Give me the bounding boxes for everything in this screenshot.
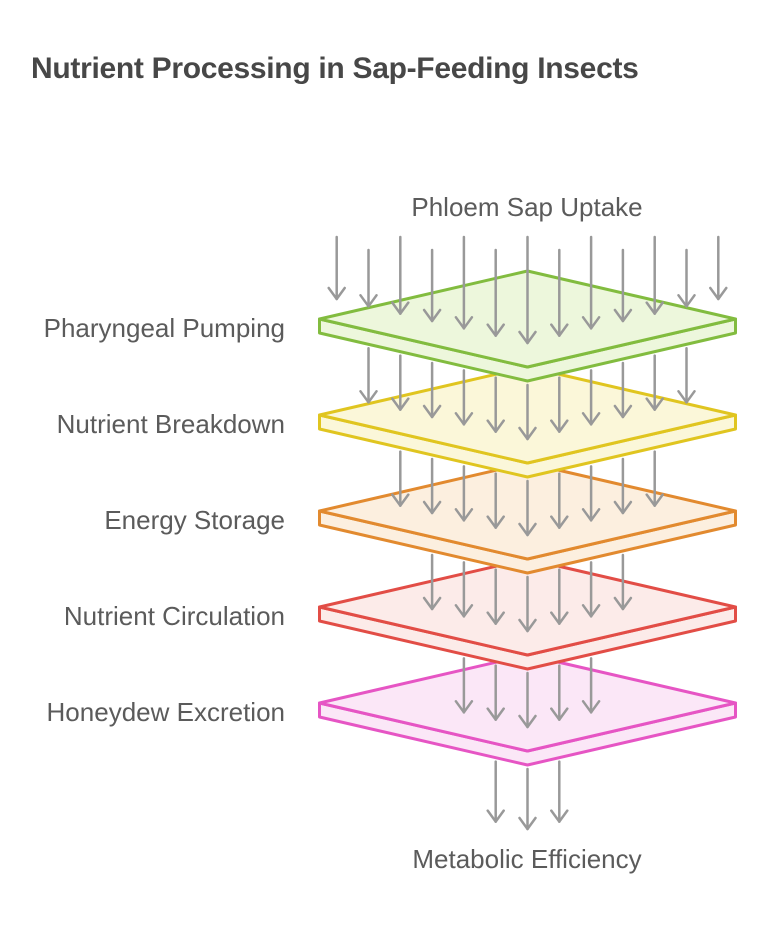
layer-label-nutrient-breakdown: Nutrient Breakdown: [56, 409, 285, 439]
flow-arrowhead-icon: [581, 604, 601, 618]
flow-arrowhead-icon: [581, 700, 601, 714]
flow-arrowhead-icon: [581, 316, 601, 330]
arrow-row-0: [327, 235, 728, 345]
arrow-row-4: [454, 657, 601, 729]
flow-arrowhead-icon: [677, 294, 696, 308]
flow-arrowhead-icon: [518, 816, 537, 831]
flow-arrowhead-icon: [550, 419, 569, 433]
flow-arrowhead-icon: [645, 493, 664, 507]
flow-arrowhead-icon: [518, 330, 537, 345]
arrow-row-2: [391, 450, 664, 537]
flow-arrowhead-icon: [486, 611, 505, 625]
layer-label-energy-storage: Energy Storage: [104, 505, 285, 535]
flow-arrowhead-icon: [391, 301, 410, 315]
flow-arrowhead-icon: [486, 419, 505, 433]
flow-arrowhead-icon: [581, 412, 601, 426]
flow-arrowhead-icon: [550, 611, 569, 625]
arrow-row-1: [359, 347, 696, 441]
arrow-row-5: [486, 760, 569, 831]
flow-arrowhead-icon: [486, 809, 505, 823]
flow-arrowhead-icon: [486, 515, 505, 529]
flow-arrowhead-icon: [645, 301, 664, 315]
flow-arrowhead-icon: [518, 618, 537, 633]
flow-arrowhead-icon: [422, 500, 442, 515]
layer-label-pharyngeal-pumping: Pharyngeal Pumping: [43, 313, 285, 343]
flow-arrowhead-icon: [454, 604, 474, 618]
flow-arrowhead-icon: [422, 596, 442, 611]
flow-arrowhead-icon: [550, 809, 569, 823]
flow-arrowhead-icon: [550, 707, 569, 721]
flow-arrowhead-icon: [613, 596, 633, 611]
flow-arrowhead-icon: [422, 308, 442, 323]
flow-arrowhead-icon: [391, 397, 410, 411]
flow-arrowhead-icon: [486, 323, 505, 337]
flow-arrowhead-icon: [486, 707, 505, 721]
layer-label-nutrient-circulation: Nutrient Circulation: [63, 601, 285, 631]
flow-arrowhead-icon: [677, 390, 696, 404]
flow-arrowhead-icon: [613, 500, 633, 515]
flow-arrowhead-icon: [550, 323, 569, 337]
arrow-row-3: [422, 553, 633, 633]
flow-arrowhead-icon: [581, 508, 601, 522]
flow-arrowhead-icon: [359, 294, 378, 308]
flow-arrowhead-icon: [359, 390, 378, 404]
flow-arrowhead-icon: [518, 426, 537, 441]
flow-arrowhead-icon: [454, 412, 474, 426]
flow-arrowhead-icon: [518, 522, 537, 537]
flow-arrowhead-icon: [422, 404, 442, 419]
flow-arrowhead-icon: [613, 308, 633, 323]
flow-arrowhead-icon: [613, 404, 633, 419]
flow-arrowhead-icon: [391, 493, 410, 507]
flow-arrowhead-icon: [454, 316, 474, 330]
flow-arrowhead-icon: [518, 714, 537, 729]
flow-arrowhead-icon: [645, 397, 664, 411]
flow-arrowhead-icon: [550, 515, 569, 529]
input-label: Phloem Sap Uptake: [411, 192, 643, 222]
flow-arrowhead-icon: [454, 700, 474, 714]
page-title: Nutrient Processing in Sap-Feeding Insec…: [31, 52, 639, 85]
output-label: Metabolic Efficiency: [412, 844, 642, 874]
flow-arrowhead-icon: [454, 508, 474, 522]
flow-arrowhead-icon: [709, 286, 728, 301]
flow-arrowhead-icon: [327, 286, 346, 301]
layer-label-honeydew-excretion: Honeydew Excretion: [46, 697, 285, 727]
